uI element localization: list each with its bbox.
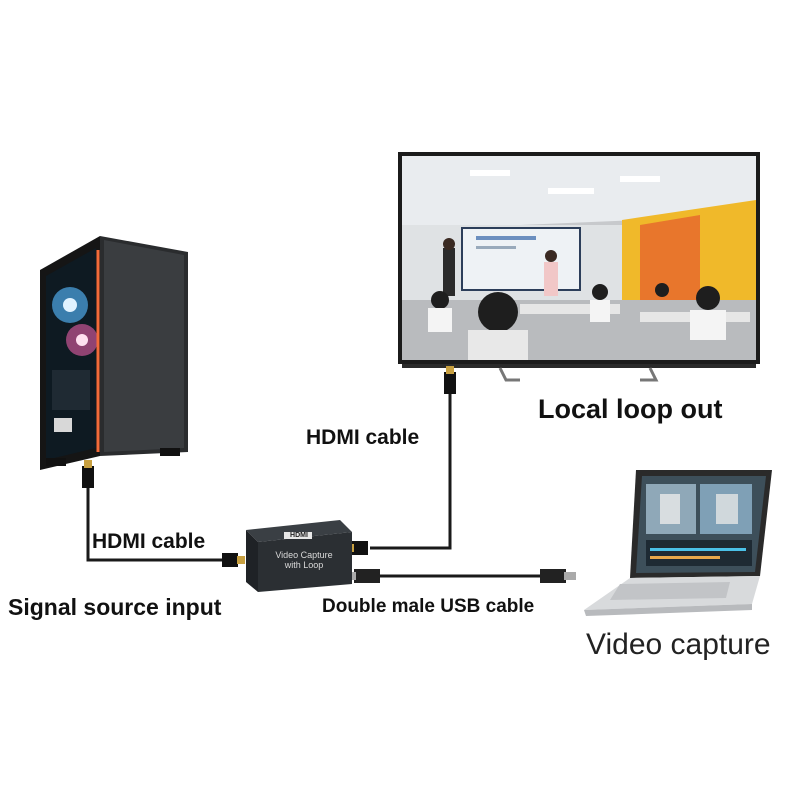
usb-connector-icon: [346, 569, 576, 583]
local-loop-out-label: Local loop out: [538, 394, 723, 424]
tv-monitor-icon: [398, 152, 760, 382]
hdmi-cable-left: [86, 486, 226, 562]
usb-cable-label: Double male USB cable: [322, 596, 535, 617]
device-label-line2: with Loop: [284, 560, 324, 570]
device-logo: HDMI: [290, 532, 308, 539]
hdmi-cable-label-left: HDMI cable: [92, 530, 206, 553]
video-capture-label: Video capture: [586, 628, 771, 661]
pc-tower-icon: [40, 236, 188, 470]
hdmi-cable-top: [370, 392, 452, 550]
capture-box-icon: [246, 520, 352, 592]
device-label-line1: Video Capture: [275, 550, 333, 560]
laptop-icon: [584, 470, 772, 616]
hdmi-cable-label-top: HDMI cable: [306, 426, 420, 449]
signal-source-input-label: Signal source input: [8, 594, 222, 620]
